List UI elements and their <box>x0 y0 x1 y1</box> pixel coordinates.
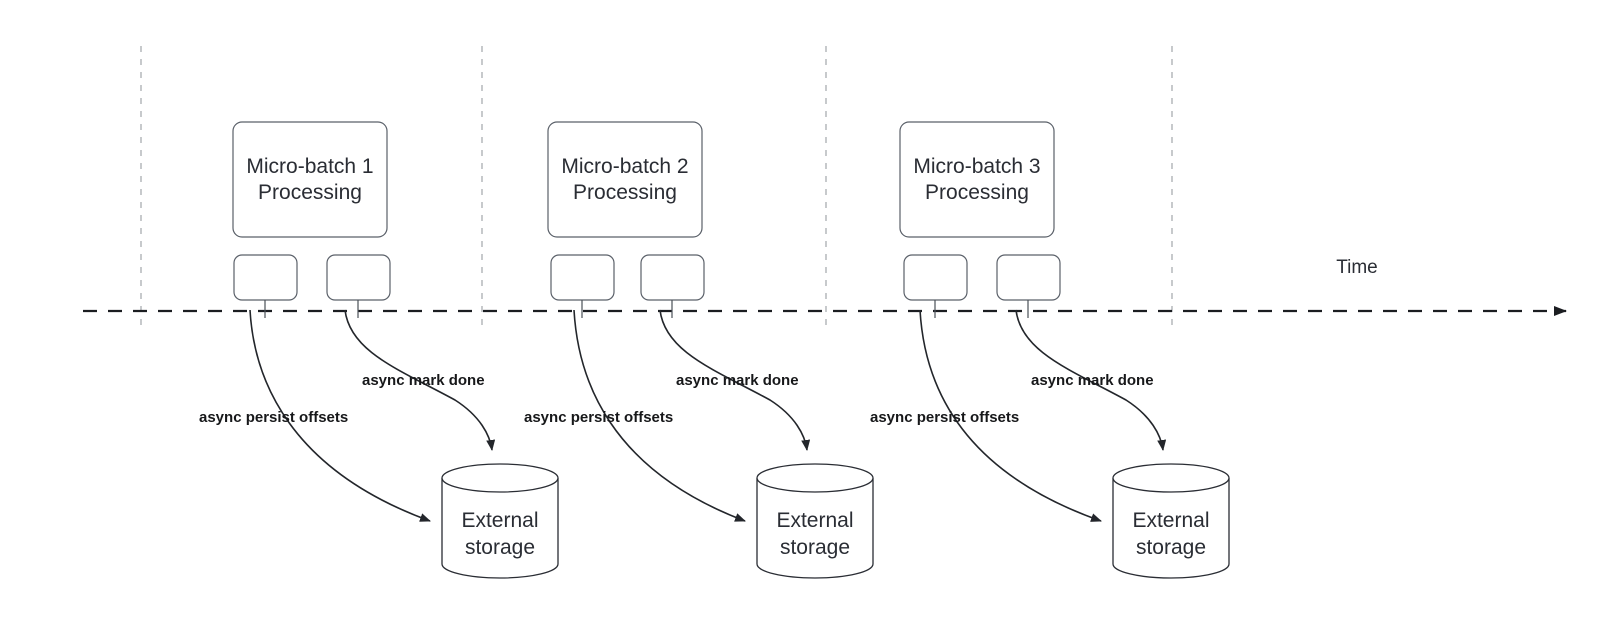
group-3-task-box-right[interactable] <box>996 254 1061 301</box>
group-1-external-storage[interactable]: External storage <box>441 463 559 579</box>
group-2-storage-label-line1: External <box>776 509 853 532</box>
group-2-mark-done-label: async mark done <box>676 372 799 389</box>
group-1-task-box-right[interactable] <box>326 254 391 301</box>
group-3-cylinder-body <box>1112 478 1230 579</box>
group-1-persist-offsets-arrow <box>249 309 431 522</box>
microbatch-box-2-label-line2: Processing <box>573 181 677 204</box>
group-2-mark-done-arrow <box>659 309 811 451</box>
group-1-cylinder-top <box>441 463 559 493</box>
group-3-storage-label-line2: storage <box>1136 536 1206 559</box>
group-3-persist-offsets-arrow <box>919 309 1102 522</box>
group-3-persist-offsets-label: async persist offsets <box>870 409 1019 426</box>
group-1: Micro-batch 1 Processing async persist o… <box>199 121 559 579</box>
tick-lines <box>140 46 1173 330</box>
microbatch-box-1[interactable] <box>232 121 388 238</box>
group-1-storage-label-line2: storage <box>465 536 535 559</box>
group-3: Micro-batch 3 Processing async persist o… <box>870 121 1230 579</box>
group-3-external-storage[interactable]: External storage <box>1112 463 1230 579</box>
group-1-persist-offsets-label: async persist offsets <box>199 409 348 426</box>
microbatch-box-2[interactable] <box>547 121 703 238</box>
group-1-cylinder-body <box>441 478 559 579</box>
group-2-cylinder-top <box>756 463 874 493</box>
group-2-storage-label-line2: storage <box>780 536 850 559</box>
group-2-task-box-left[interactable] <box>550 254 615 301</box>
group-3-mark-done-arrow <box>1015 309 1167 451</box>
microbatch-box-3-label-line1: Micro-batch 3 <box>913 155 1040 178</box>
group-1-task-box-left[interactable] <box>233 254 298 301</box>
group-3-mark-done-label: async mark done <box>1031 372 1154 389</box>
group-3-cylinder-top <box>1112 463 1230 493</box>
microbatch-box-1-label-line2: Processing <box>258 181 362 204</box>
microbatch-box-2-label-line1: Micro-batch 2 <box>561 155 688 178</box>
group-2-task-box-right[interactable] <box>640 254 705 301</box>
group-1-mark-done-label: async mark done <box>362 372 485 389</box>
microbatch-box-3[interactable] <box>899 121 1055 238</box>
microbatch-box-3-label-line2: Processing <box>925 181 1029 204</box>
group-1-storage-label-line1: External <box>461 509 538 532</box>
microbatch-box-1-label-line1: Micro-batch 1 <box>246 155 373 178</box>
group-3-task-box-left[interactable] <box>903 254 968 301</box>
time-axis-label: Time <box>1336 257 1378 278</box>
group-2-persist-offsets-label: async persist offsets <box>524 409 673 426</box>
group-3-storage-label-line1: External <box>1132 509 1209 532</box>
group-1-mark-done-arrow <box>344 309 496 451</box>
group-2: Micro-batch 2 Processing async persist o… <box>524 121 874 579</box>
group-2-cylinder-body <box>756 478 874 579</box>
group-2-persist-offsets-arrow <box>573 309 746 522</box>
group-2-external-storage[interactable]: External storage <box>756 463 874 579</box>
